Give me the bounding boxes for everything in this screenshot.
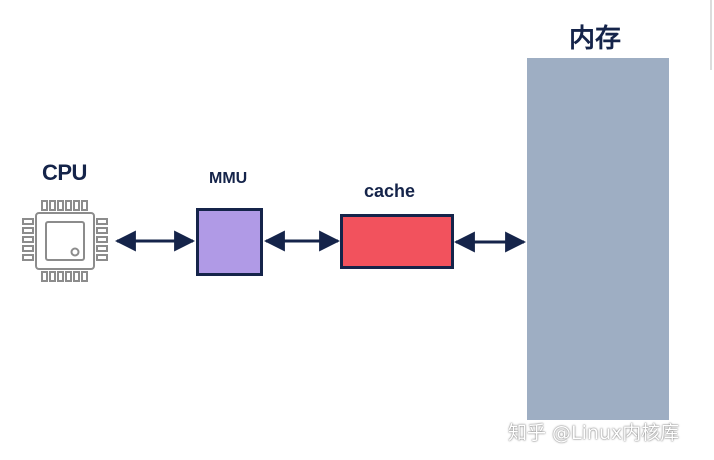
watermark-text: 知乎 @Linux内核库 xyxy=(508,422,680,444)
cpu-chip-icon xyxy=(22,200,108,282)
mmu-label: MMU xyxy=(209,170,248,187)
memory-label: 内存 xyxy=(569,24,622,54)
cache-box xyxy=(340,214,454,269)
mmu-box xyxy=(196,208,263,276)
memory-block xyxy=(527,58,669,420)
cpu-label: CPU xyxy=(42,160,87,185)
cache-label: cache xyxy=(364,181,416,201)
edge-divider xyxy=(710,0,712,70)
